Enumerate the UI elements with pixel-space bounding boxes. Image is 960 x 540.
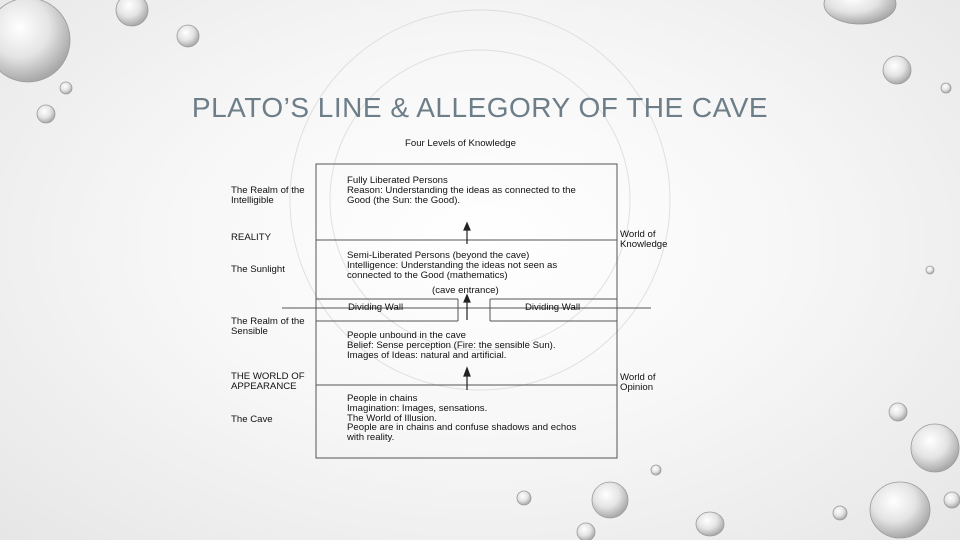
level-fully-liberated: Fully Liberated Persons Reason: Understa… — [347, 176, 609, 205]
label-world-of-knowledge: World of Knowledge — [620, 229, 668, 250]
dividing-wall-left-label: Dividing Wall — [348, 302, 404, 313]
arrow-up-middle-head — [463, 293, 471, 303]
level-line: Semi-Liberated Persons (beyond the cave) — [347, 250, 530, 261]
label-appearance: THE WORLD OF APPEARANCE — [231, 371, 305, 392]
label-cave: The Cave — [231, 414, 273, 425]
level-unbound: People unbound in the cave Belief: Sense… — [347, 331, 609, 360]
level-line: with reality. — [347, 432, 395, 444]
level-line: Images of Ideas: natural and artificial. — [347, 349, 507, 361]
level-line: Intelligence: Understanding the ideas no… — [347, 259, 558, 271]
level-line: Reason: Understanding the ideas as conne… — [347, 184, 576, 196]
level-line: People in chains — [347, 393, 418, 404]
level-line: connected to the Good (mathematics) — [347, 269, 508, 281]
arrow-up-upper-head — [463, 221, 471, 231]
label-sunlight: The Sunlight — [231, 264, 285, 275]
level-semi-liberated: Semi-Liberated Persons (beyond the cave)… — [347, 251, 609, 280]
slide-title: PLATO’S LINE & ALLEGORY OF THE CAVE — [191, 92, 769, 123]
label-reality: REALITY — [231, 232, 271, 243]
label-world-of-opinion: World of Opinion — [620, 372, 656, 393]
arrow-up-lower-head — [463, 366, 471, 377]
cave-entrance-label: (cave entrance) — [432, 285, 499, 296]
level-line: The World of Illusion. — [347, 412, 437, 424]
label-intelligible: The Realm of the Intelligible — [231, 185, 305, 206]
level-chains: People in chains Imagination: Images, se… — [347, 394, 609, 443]
level-line: People unbound in the cave — [347, 330, 466, 341]
dividing-wall-right-label: Dividing Wall — [525, 302, 581, 313]
level-line: People are in chains and confuse shadows… — [347, 422, 577, 434]
level-line: Imagination: Images, sensations. — [347, 402, 488, 414]
level-line: Good (the Sun: the Good). — [347, 194, 461, 206]
level-line: Belief: Sense perception (Fire: the sens… — [347, 339, 556, 351]
level-line: Fully Liberated Persons — [347, 175, 448, 186]
diagram-heading: Four Levels of Knowledge — [405, 138, 516, 149]
diagram-frame — [315, 163, 618, 459]
label-sensible: The Realm of the Sensible — [231, 316, 305, 337]
